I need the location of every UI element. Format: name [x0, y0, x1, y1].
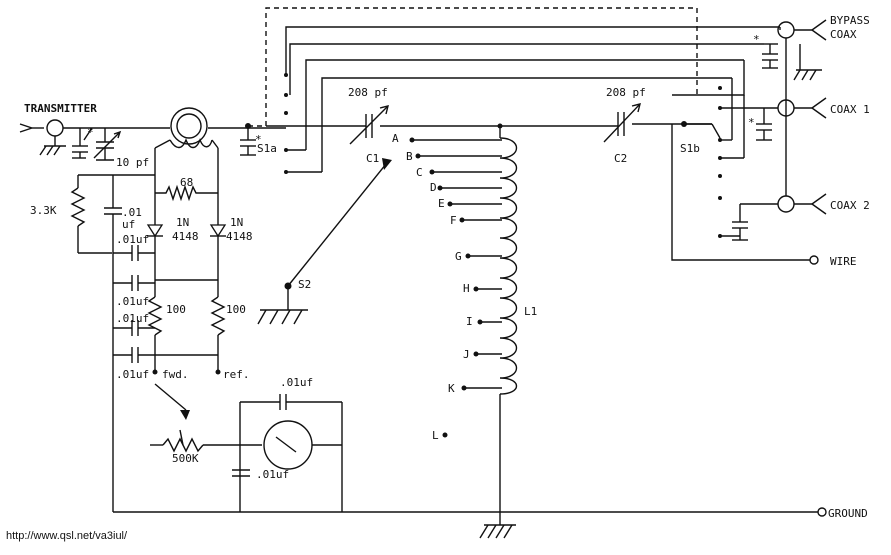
c1-value-label: 208 pf — [348, 86, 388, 99]
tap-label-h: H — [463, 282, 470, 295]
c-01uf-label-c: .01uf — [116, 312, 149, 325]
coax2-connector — [732, 193, 827, 241]
input-cap-label: 10 pf — [116, 156, 149, 169]
ground-bus — [113, 507, 827, 539]
tap-label-c: C — [416, 166, 423, 179]
star-1: * — [87, 126, 94, 139]
star-2: * — [255, 133, 262, 146]
c1-label: C1 — [366, 152, 379, 165]
transmitter-label: TRANSMITTER — [24, 102, 97, 115]
fwd-label: fwd. — [162, 368, 189, 381]
diode1-label-a: 1N — [176, 216, 189, 229]
ref-label: ref. — [223, 368, 250, 381]
wire-label: WIRE — [830, 255, 857, 268]
coax1-label: COAX 1 — [830, 103, 870, 116]
bypass-label: BYPASS — [830, 14, 870, 27]
tap-label-g: G — [455, 250, 462, 263]
r-3k3-label: 3.3K — [30, 204, 57, 217]
input-connector — [39, 136, 66, 156]
r-100-label-a: 100 — [166, 303, 186, 316]
c1-capacitor — [349, 105, 389, 145]
s2-switch — [257, 158, 392, 325]
tap-label-e: E — [438, 197, 445, 210]
l1-label: L1 — [524, 305, 537, 318]
r-68-label: 68 — [180, 176, 193, 189]
c-01-label: .01 — [122, 206, 142, 219]
tap-label-l: L — [432, 429, 439, 442]
s1b-label: S1b — [680, 142, 700, 155]
r-100-label-b: 100 — [226, 303, 246, 316]
l1-coil — [409, 123, 518, 512]
c-01uf-label-d: .01uf — [116, 368, 149, 381]
input-trimmer — [72, 127, 122, 161]
tap-label-j: J — [463, 348, 470, 361]
c2-label: C2 — [614, 152, 627, 165]
detector-section — [70, 148, 227, 420]
c-01uf-label-b: .01uf — [116, 295, 149, 308]
r-500k-label: 500K — [172, 452, 199, 465]
tap-label-k: K — [448, 382, 455, 395]
labels: TRANSMITTER 10 pf 3.3K .01 uf 68 1N 4148… — [24, 14, 870, 520]
tap-label-i: I — [466, 315, 473, 328]
tap-label-d: D — [430, 181, 437, 194]
s1a-label: S1a — [257, 142, 277, 155]
meter-cap-top-label: .01uf — [280, 376, 313, 389]
star-4: * — [748, 116, 755, 129]
coax1-connector — [756, 97, 827, 141]
tap-label-b: B — [406, 150, 413, 163]
meter-circuit — [112, 372, 343, 512]
diode2-label-b: 4148 — [226, 230, 253, 243]
star-3: * — [753, 33, 760, 46]
c2-value-label: 208 pf — [606, 86, 646, 99]
tap-label-f: F — [450, 214, 457, 227]
toroid — [154, 107, 219, 149]
c2-capacitor — [603, 103, 641, 143]
ground-label: GROUND — [828, 507, 868, 520]
c-01uf-label-a: .01uf — [116, 233, 149, 246]
c-01-unit-label: uf — [122, 218, 135, 231]
diode1-label-b: 4148 — [172, 230, 199, 243]
s1b-switch — [671, 60, 819, 265]
bypass-coax-connector — [762, 19, 827, 196]
diode2-label-a: 1N — [230, 216, 243, 229]
s2-label: S2 — [298, 278, 311, 291]
bypass-coax-label: COAX — [830, 28, 857, 41]
tap-label-a: A — [392, 132, 399, 145]
s1a-switch — [240, 7, 780, 174]
source-url: http://www.qsl.net/va3iul/ — [6, 530, 128, 542]
meter-cap-bottom-label: .01uf — [256, 468, 289, 481]
coax2-label: COAX 2 — [830, 199, 870, 212]
